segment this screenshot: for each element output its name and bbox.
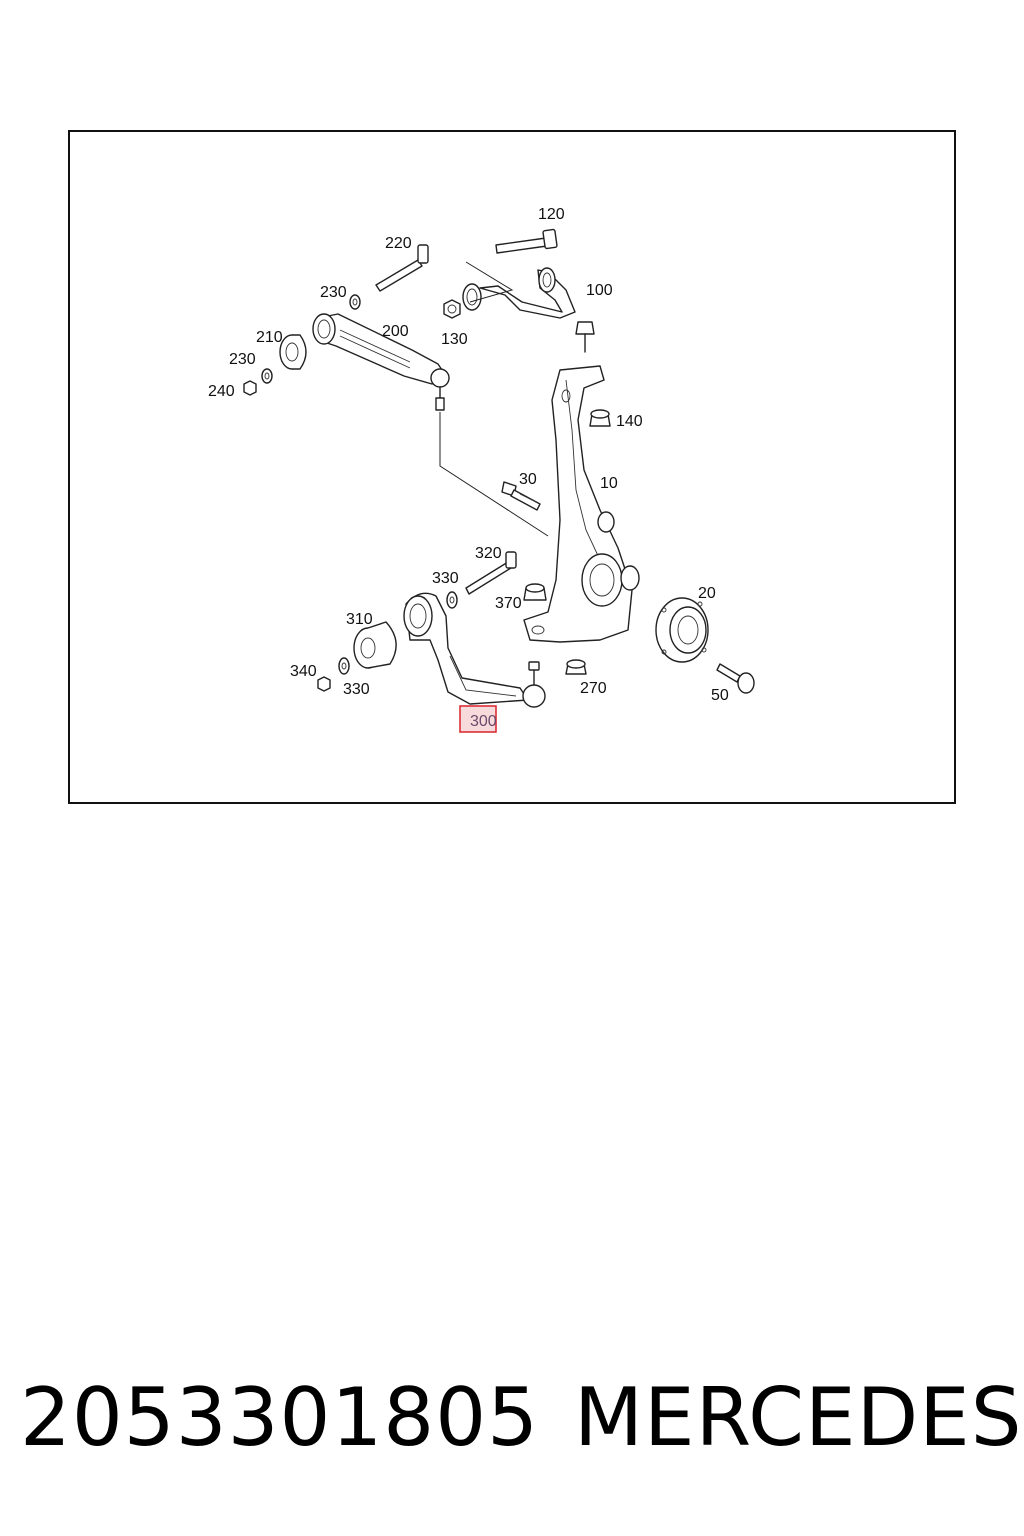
steering-knuckle-10: [523, 365, 640, 643]
callout-200: 200: [382, 323, 409, 340]
callout-210: 210: [256, 329, 283, 346]
callout-220: 220: [385, 235, 412, 252]
callout-100: 100: [586, 282, 613, 299]
bolt-120: [495, 228, 558, 254]
callout-50: 50: [711, 687, 729, 704]
diagram-frame: [68, 130, 956, 804]
brand-name: MERCEDES: [574, 1371, 1023, 1464]
callout-300: 300: [470, 713, 497, 730]
callout-330-upper: 330: [432, 570, 459, 587]
upper-control-arm-100: [462, 267, 595, 353]
nut-240: [243, 380, 257, 396]
wheel-hub-20: [655, 597, 709, 663]
callout-20: 20: [698, 585, 716, 602]
washer-330-upper: [446, 591, 458, 609]
nut-130: [443, 299, 461, 319]
callout-130: 130: [441, 331, 468, 348]
nut-270: [565, 659, 587, 675]
strut-arm-200: [312, 313, 450, 411]
callout-330-lower: 330: [343, 681, 370, 698]
footer: 2053301805 MERCEDES: [0, 1368, 1024, 1478]
nut-340: [317, 676, 331, 692]
washer-230-lower: [261, 368, 273, 384]
callout-230-upper: 230: [320, 284, 347, 301]
callout-140: 140: [616, 413, 643, 430]
washer-230-upper: [349, 294, 361, 310]
bushing-310: [353, 621, 397, 669]
callout-240: 240: [208, 383, 235, 400]
callout-230-lower: 230: [229, 351, 256, 368]
callout-340: 340: [290, 663, 317, 680]
highlight-box: [459, 705, 497, 733]
callout-30: 30: [519, 471, 537, 488]
nut-370: [523, 583, 547, 601]
callout-270: 270: [580, 680, 607, 697]
bolt-220: [375, 244, 429, 292]
bolt-50: [716, 663, 755, 694]
callout-10: 10: [600, 475, 618, 492]
callout-310: 310: [346, 611, 373, 628]
part-number: 2053301805: [20, 1371, 539, 1464]
highlighted-callout-300[interactable]: 300: [459, 705, 497, 733]
bolt-30: [501, 481, 541, 511]
callout-320: 320: [475, 545, 502, 562]
washer-330-lower: [338, 657, 350, 675]
callout-370: 370: [495, 595, 522, 612]
cap-140: [589, 409, 611, 427]
lower-control-arm-300: [403, 592, 546, 708]
bushing-210: [279, 334, 307, 370]
callout-120: 120: [538, 206, 565, 223]
bolt-320: [465, 551, 517, 595]
